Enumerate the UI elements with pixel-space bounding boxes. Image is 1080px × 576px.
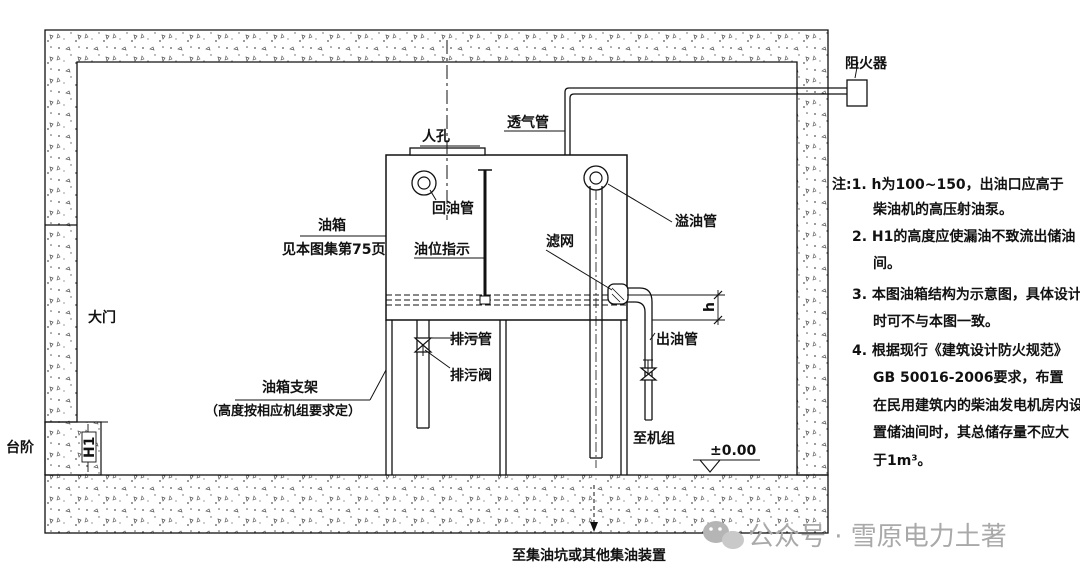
label-drain-pipe: 排污管 bbox=[450, 331, 492, 348]
label-tank-ref: 见本图集第75页 bbox=[282, 241, 385, 258]
outlet-pipe bbox=[627, 287, 653, 420]
flame-arrester bbox=[846, 79, 868, 107]
level-marker bbox=[693, 459, 760, 473]
note-line-7: 4. 根据现行《建筑设计防火规范》 bbox=[852, 342, 1068, 359]
label-support-note: （高度按相应机组要求定） bbox=[205, 403, 361, 419]
label-flame-arrester: 阻火器 bbox=[845, 56, 888, 72]
label-h: h bbox=[702, 302, 718, 312]
fuel-tank bbox=[385, 40, 658, 468]
note-line-1: 注:1. h为100~150，出油口应高于 bbox=[832, 176, 1064, 193]
label-tank: 油箱 bbox=[318, 217, 346, 234]
label-manhole: 人孔 bbox=[422, 128, 450, 145]
label-tank-support: 油箱支架 bbox=[262, 379, 318, 396]
note-line-9: 在民用建筑内的柴油发电机房内设 bbox=[873, 397, 1080, 414]
watermark: 公众号 · 雪原电力土著 bbox=[703, 521, 1007, 552]
note-line-6: 时可不与本图一致。 bbox=[873, 313, 999, 330]
note-line-8: GB 50016-2006要求，布置 bbox=[873, 369, 1064, 386]
watermark-text: 公众号 · 雪原电力土著 bbox=[748, 522, 1007, 552]
note-line-11: 于1m³。 bbox=[873, 453, 931, 469]
label-step: 台阶 bbox=[6, 439, 35, 456]
note-line-3: 2. H1的高度应使漏油不致流出储油 bbox=[852, 228, 1075, 245]
label-to-genset: 至机组 bbox=[633, 430, 675, 447]
leader-lines bbox=[235, 61, 859, 401]
note-line-4: 间。 bbox=[873, 255, 901, 272]
dimension-h1 bbox=[81, 424, 97, 472]
wechat-icon bbox=[703, 521, 744, 549]
note-line-5: 3. 本图油箱结构为示意图，具体设计 bbox=[852, 286, 1080, 303]
label-door: 大门 bbox=[88, 309, 116, 326]
note-line-2: 柴油机的高压射油泵。 bbox=[872, 201, 1013, 218]
tank-support bbox=[385, 320, 628, 475]
drain-pipe bbox=[413, 320, 433, 429]
dimension-h bbox=[627, 290, 725, 325]
floor-slab bbox=[44, 474, 829, 534]
label-level-indicator: 油位指示 bbox=[414, 241, 470, 258]
label-drain-valve: 排污阀 bbox=[450, 367, 492, 384]
label-filter: 滤网 bbox=[546, 233, 574, 250]
label-h1: H1 bbox=[82, 437, 98, 458]
label-level-mark: ±0.00 bbox=[710, 443, 757, 459]
note-line-10: 置储油间时，其总储存量不应大 bbox=[873, 424, 1069, 441]
building-structure bbox=[44, 29, 829, 534]
notes-block: 注:1. h为100~150，出油口应高于 柴油机的高压射油泵。 2. H1的高… bbox=[832, 176, 1080, 469]
label-outlet-pipe: 出油管 bbox=[656, 331, 698, 348]
label-overflow-pipe: 溢油管 bbox=[675, 213, 717, 230]
label-vent-pipe: 透气管 bbox=[507, 114, 549, 131]
label-return-pipe: 回油管 bbox=[432, 200, 474, 217]
vent-pipe bbox=[564, 79, 868, 155]
label-collector: 至集油坑或其他集油装置 bbox=[512, 547, 666, 564]
collector-arrow bbox=[590, 485, 598, 532]
